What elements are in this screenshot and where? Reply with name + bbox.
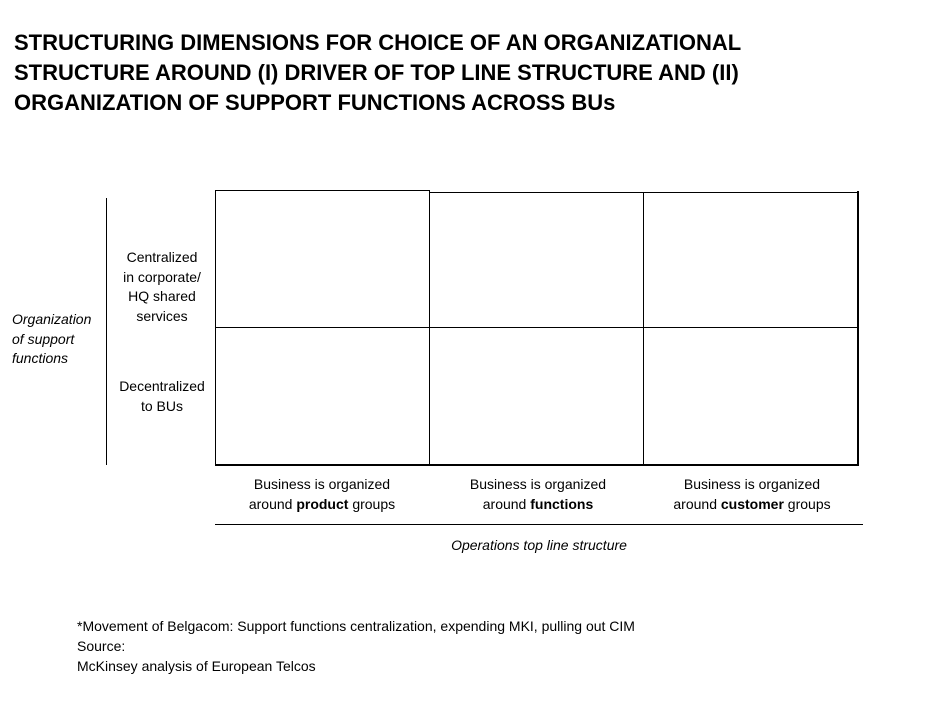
row-label-line: in corporate/ <box>123 268 201 285</box>
row-label-line: to BUs <box>140 397 183 414</box>
row-label-line: Centralized <box>126 249 198 265</box>
footnote-note: *Movement of Belgacom: Support functions… <box>77 618 635 634</box>
column-label-product: Business is organized around product gro… <box>215 474 429 514</box>
footnote-source: Source: McKinsey analysis of European Tel… <box>77 636 897 676</box>
y-axis-line <box>106 198 107 465</box>
row-label-decentralized: Decentralized to BUs <box>110 377 214 416</box>
footnote: *Movement of Belgacom: Support functions… <box>77 616 897 676</box>
x-axis-line <box>215 524 863 525</box>
y-axis-title: Organization of support functions <box>12 310 112 369</box>
source-text: McKinsey analysis of European Telcos <box>77 658 316 674</box>
column-label-customer: Business is organized around customer gr… <box>645 474 859 514</box>
column-label-line: Business is organized <box>683 476 821 492</box>
column-label-line: around customer groups <box>673 496 831 512</box>
row-label-line: Decentralized <box>119 378 205 394</box>
title-line-1: STRUCTURING DIMENSIONS FOR CHOICE OF AN … <box>14 30 742 55</box>
title-line-3: ORGANIZATION OF SUPPORT FUNCTIONS ACROSS… <box>14 90 616 115</box>
matrix-cell-decentralized-functions <box>429 327 644 466</box>
column-label-line: around functions <box>482 496 594 512</box>
matrix-cell-centralized-product <box>215 190 430 328</box>
page-title: STRUCTURING DIMENSIONS FOR CHOICE OF AN … <box>14 28 934 118</box>
y-axis-title-line: functions <box>12 350 69 366</box>
matrix-cell-decentralized-product <box>215 327 430 466</box>
matrix-cell-decentralized-customer <box>643 327 859 466</box>
matrix-cell-centralized-customer <box>643 192 859 328</box>
y-axis-title-line: Organization <box>12 311 92 327</box>
title-line-2: STRUCTURE AROUND (I) DRIVER OF TOP LINE … <box>14 60 739 85</box>
column-label-line: Business is organized <box>469 476 607 492</box>
row-label-line: HQ shared <box>128 288 196 304</box>
matrix-cell-centralized-functions <box>429 192 644 328</box>
row-label-line: services <box>136 307 188 324</box>
row-label-centralized: Centralized in corporate/ HQ shared serv… <box>110 248 214 326</box>
y-axis-title-line: of support <box>12 330 75 347</box>
x-axis-title: Operations top line structure <box>451 537 627 553</box>
column-label-line: Business is organized <box>253 476 391 492</box>
column-label-line: around product groups <box>248 496 396 512</box>
source-label: Source: <box>77 638 126 654</box>
column-label-functions: Business is organized around functions <box>431 474 645 514</box>
